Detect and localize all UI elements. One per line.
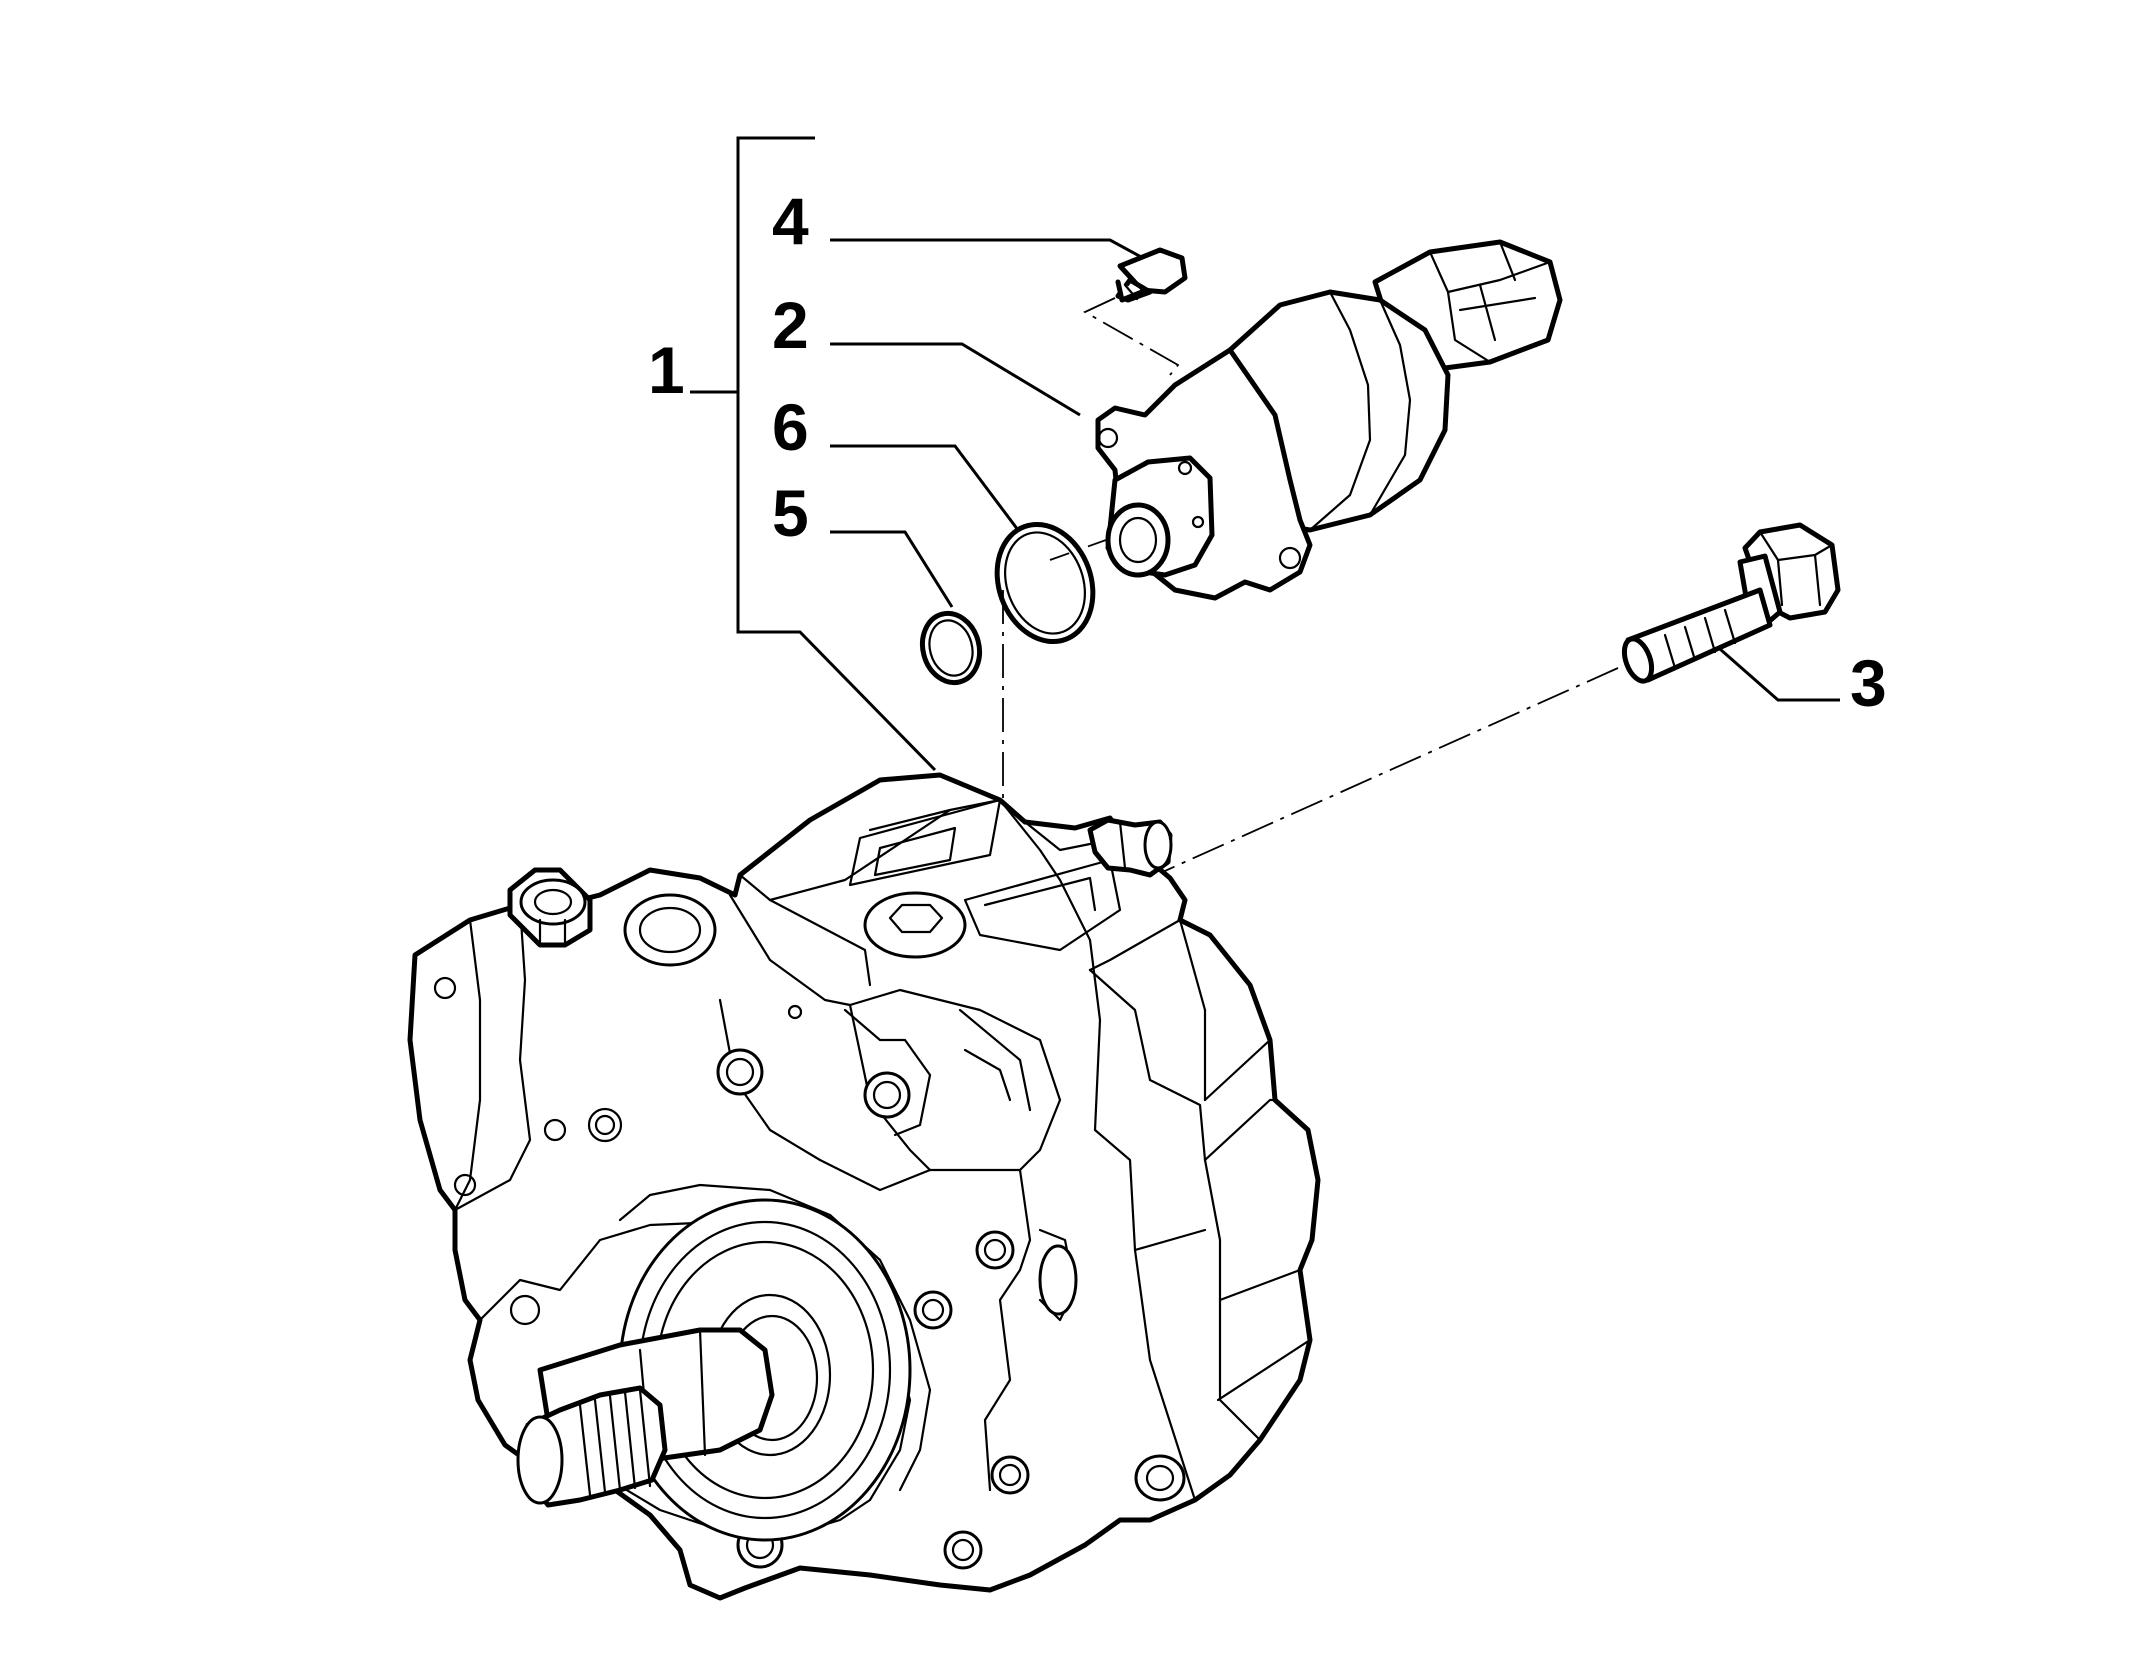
callout-label-6: 6 [772, 390, 809, 464]
bolt-part-3 [1621, 522, 1841, 684]
axis-screw-4 [1083, 297, 1180, 376]
pressure-valve-part-2 [1095, 239, 1563, 601]
callout-1-bracket [690, 136, 937, 772]
callout-label-5: 5 [772, 476, 809, 550]
leader-6 [830, 444, 1020, 531]
callout-label-2: 2 [772, 288, 809, 362]
callout-label-1: 1 [648, 333, 685, 407]
callout-label-4: 4 [772, 184, 809, 258]
leader-2 [830, 342, 1081, 417]
o-ring-part-6 [994, 521, 1096, 645]
o-ring-part-5 [919, 610, 983, 686]
leader-4 [830, 238, 1166, 272]
leader-5 [830, 530, 954, 608]
leader-3 [1711, 640, 1840, 702]
screw-part-4 [1115, 247, 1188, 303]
callout-label-3: 3 [1850, 646, 1887, 720]
pump-assembly-part-1 [407, 772, 1321, 1601]
